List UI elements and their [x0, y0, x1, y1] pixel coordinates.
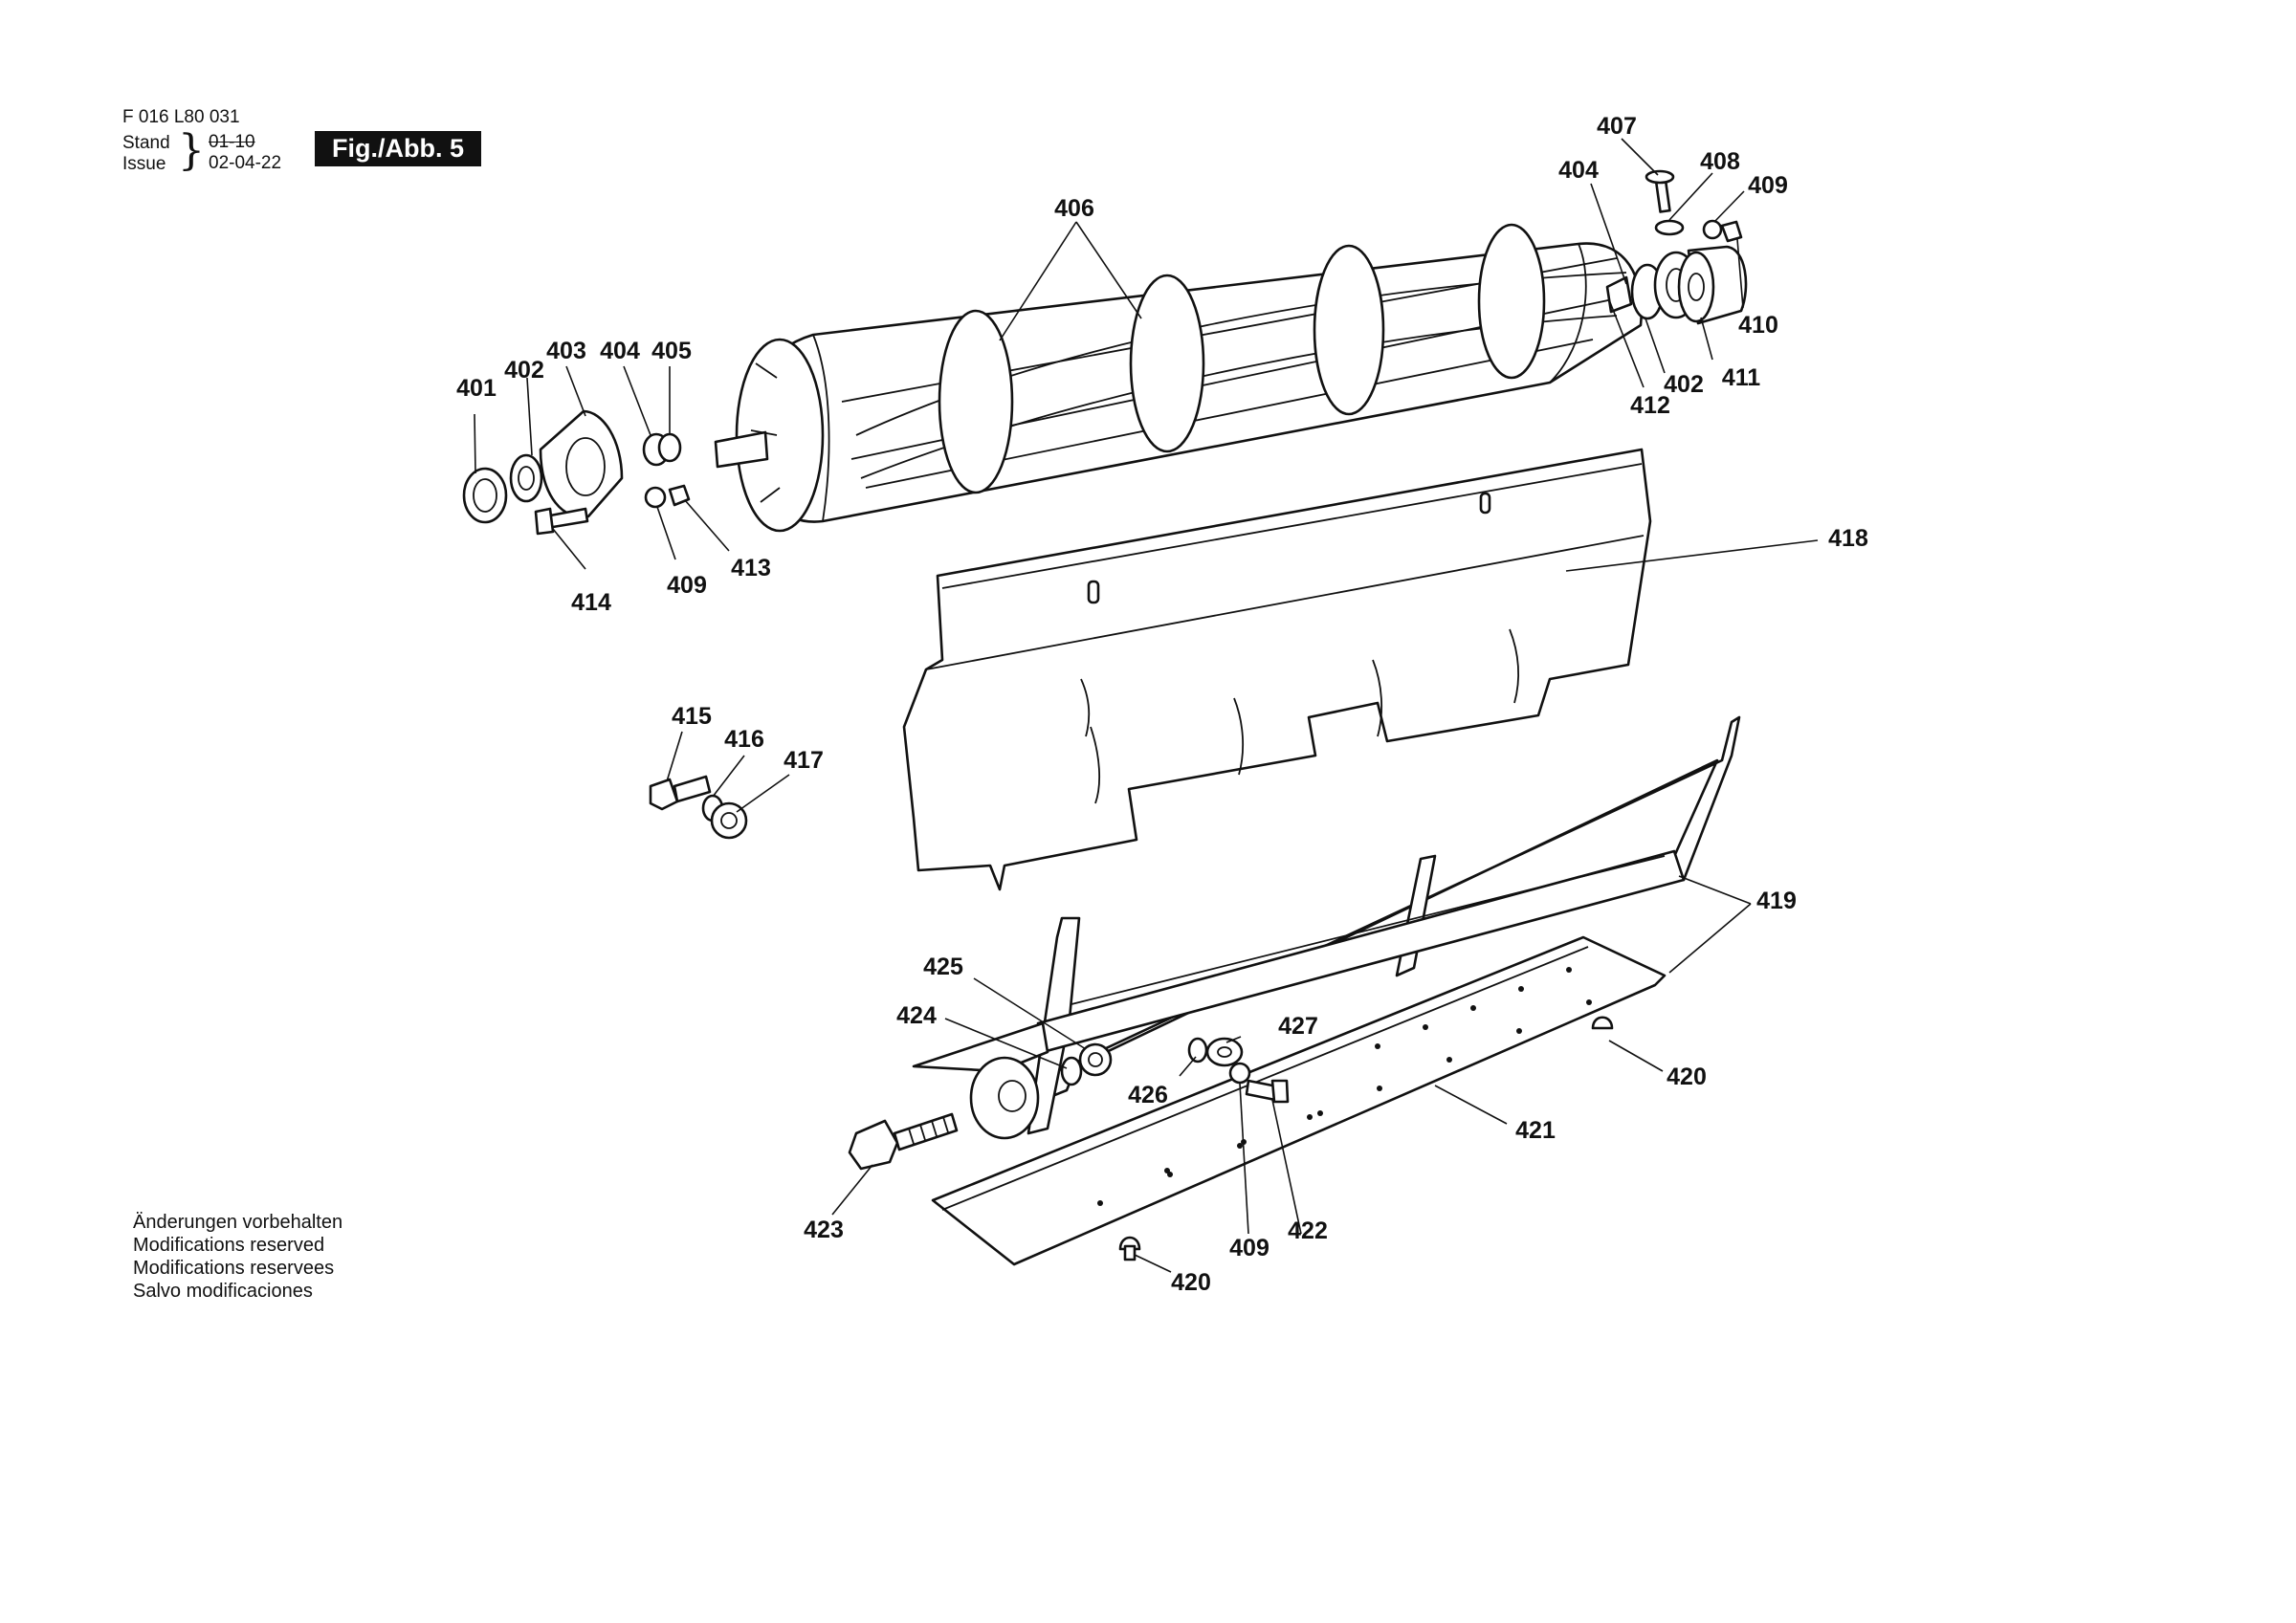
washer-424 [1060, 1056, 1083, 1086]
disclaimer-line: Modifications reserved [133, 1235, 325, 1256]
washer-427 [1205, 1037, 1244, 1067]
modifications-disclaimer: Änderungen vorbehalten Modifications res… [133, 1211, 342, 1303]
label-409-right: 409 [1748, 172, 1788, 199]
part-number-labels: 401 402 403 404 405 406 407 404 408 409 … [456, 113, 1868, 1296]
label-413: 413 [731, 555, 771, 581]
label-409-bottom: 409 [1229, 1235, 1269, 1261]
bolt-415 [649, 778, 679, 811]
label-411: 411 [1722, 364, 1760, 391]
label-421: 421 [1515, 1117, 1556, 1144]
label-402-right: 402 [1664, 371, 1704, 398]
label-424: 424 [896, 1002, 937, 1029]
label-426: 426 [1128, 1082, 1168, 1108]
label-419: 419 [1756, 888, 1797, 914]
washer-405 [657, 432, 682, 463]
washer-426 [1187, 1037, 1208, 1064]
right-bearing-assembly [1605, 169, 1748, 325]
rivet-420 [1591, 1016, 1614, 1030]
label-425: 425 [923, 954, 963, 980]
label-403: 403 [546, 338, 586, 364]
washer-408 [1654, 219, 1685, 236]
label-404: 404 [600, 338, 640, 364]
adjuster-knob-424 [969, 1056, 1040, 1140]
issue-label: Issue [122, 154, 166, 174]
reel-end-disc [735, 338, 825, 533]
stand-label: Stand [122, 133, 170, 153]
document-code: F 016 L80 031 [122, 107, 240, 127]
reel-cylinder [714, 223, 1644, 533]
washer-409 [644, 486, 667, 509]
label-405: 405 [651, 338, 692, 364]
reel-disc [1477, 223, 1546, 380]
leader-lines [474, 138, 1819, 1273]
reel-disc [1129, 274, 1205, 453]
label-406: 406 [1054, 195, 1094, 222]
label-415: 415 [672, 703, 712, 730]
bearing-402 [509, 453, 543, 503]
flange-403 [539, 409, 624, 518]
bedknife-blade-421 [931, 935, 1667, 1266]
brace-glyph: } [178, 126, 205, 175]
cover-plate-418 [902, 448, 1652, 891]
label-407: 407 [1597, 113, 1637, 140]
superseded-date: 01-10 [209, 132, 255, 152]
label-414: 414 [571, 589, 611, 616]
nut-413 [668, 484, 691, 507]
label-427: 427 [1278, 1013, 1318, 1040]
disclaimer-line: Änderungen vorbehalten [133, 1212, 343, 1233]
adjuster-parts [649, 775, 1614, 1261]
label-420-right: 420 [1667, 1064, 1707, 1090]
disclaimer-line: Modifications reservees [133, 1258, 335, 1279]
bolt-423 [848, 1119, 899, 1171]
label-404-right: 404 [1558, 157, 1599, 184]
figure-badge: Fig./Abb. 5 [315, 131, 481, 166]
issue-date: 02-04-22 [209, 153, 282, 173]
disclaimer-line: Salvo modificaciones [133, 1281, 313, 1302]
label-423: 423 [804, 1217, 844, 1243]
label-402: 402 [504, 357, 544, 384]
label-420-bottom: 420 [1171, 1269, 1211, 1296]
nut-409 [1702, 219, 1723, 240]
reel-disc [938, 309, 1014, 494]
label-422: 422 [1288, 1217, 1328, 1244]
blade-holes [1097, 967, 1592, 1206]
washer-409 [1228, 1062, 1251, 1085]
label-412: 412 [1630, 392, 1670, 419]
label-401: 401 [456, 375, 497, 402]
reel-disc [1313, 244, 1385, 416]
label-418: 418 [1828, 525, 1868, 552]
cap-401 [462, 467, 508, 524]
nut-425 [1078, 1042, 1113, 1077]
label-416: 416 [724, 726, 764, 753]
label-410: 410 [1738, 312, 1778, 339]
bolt-410 [1720, 220, 1743, 243]
center-rib [1395, 854, 1437, 977]
label-417: 417 [784, 747, 824, 774]
left-bearing-assembly [462, 409, 691, 536]
label-409-left: 409 [667, 572, 707, 599]
label-408: 408 [1700, 148, 1740, 175]
